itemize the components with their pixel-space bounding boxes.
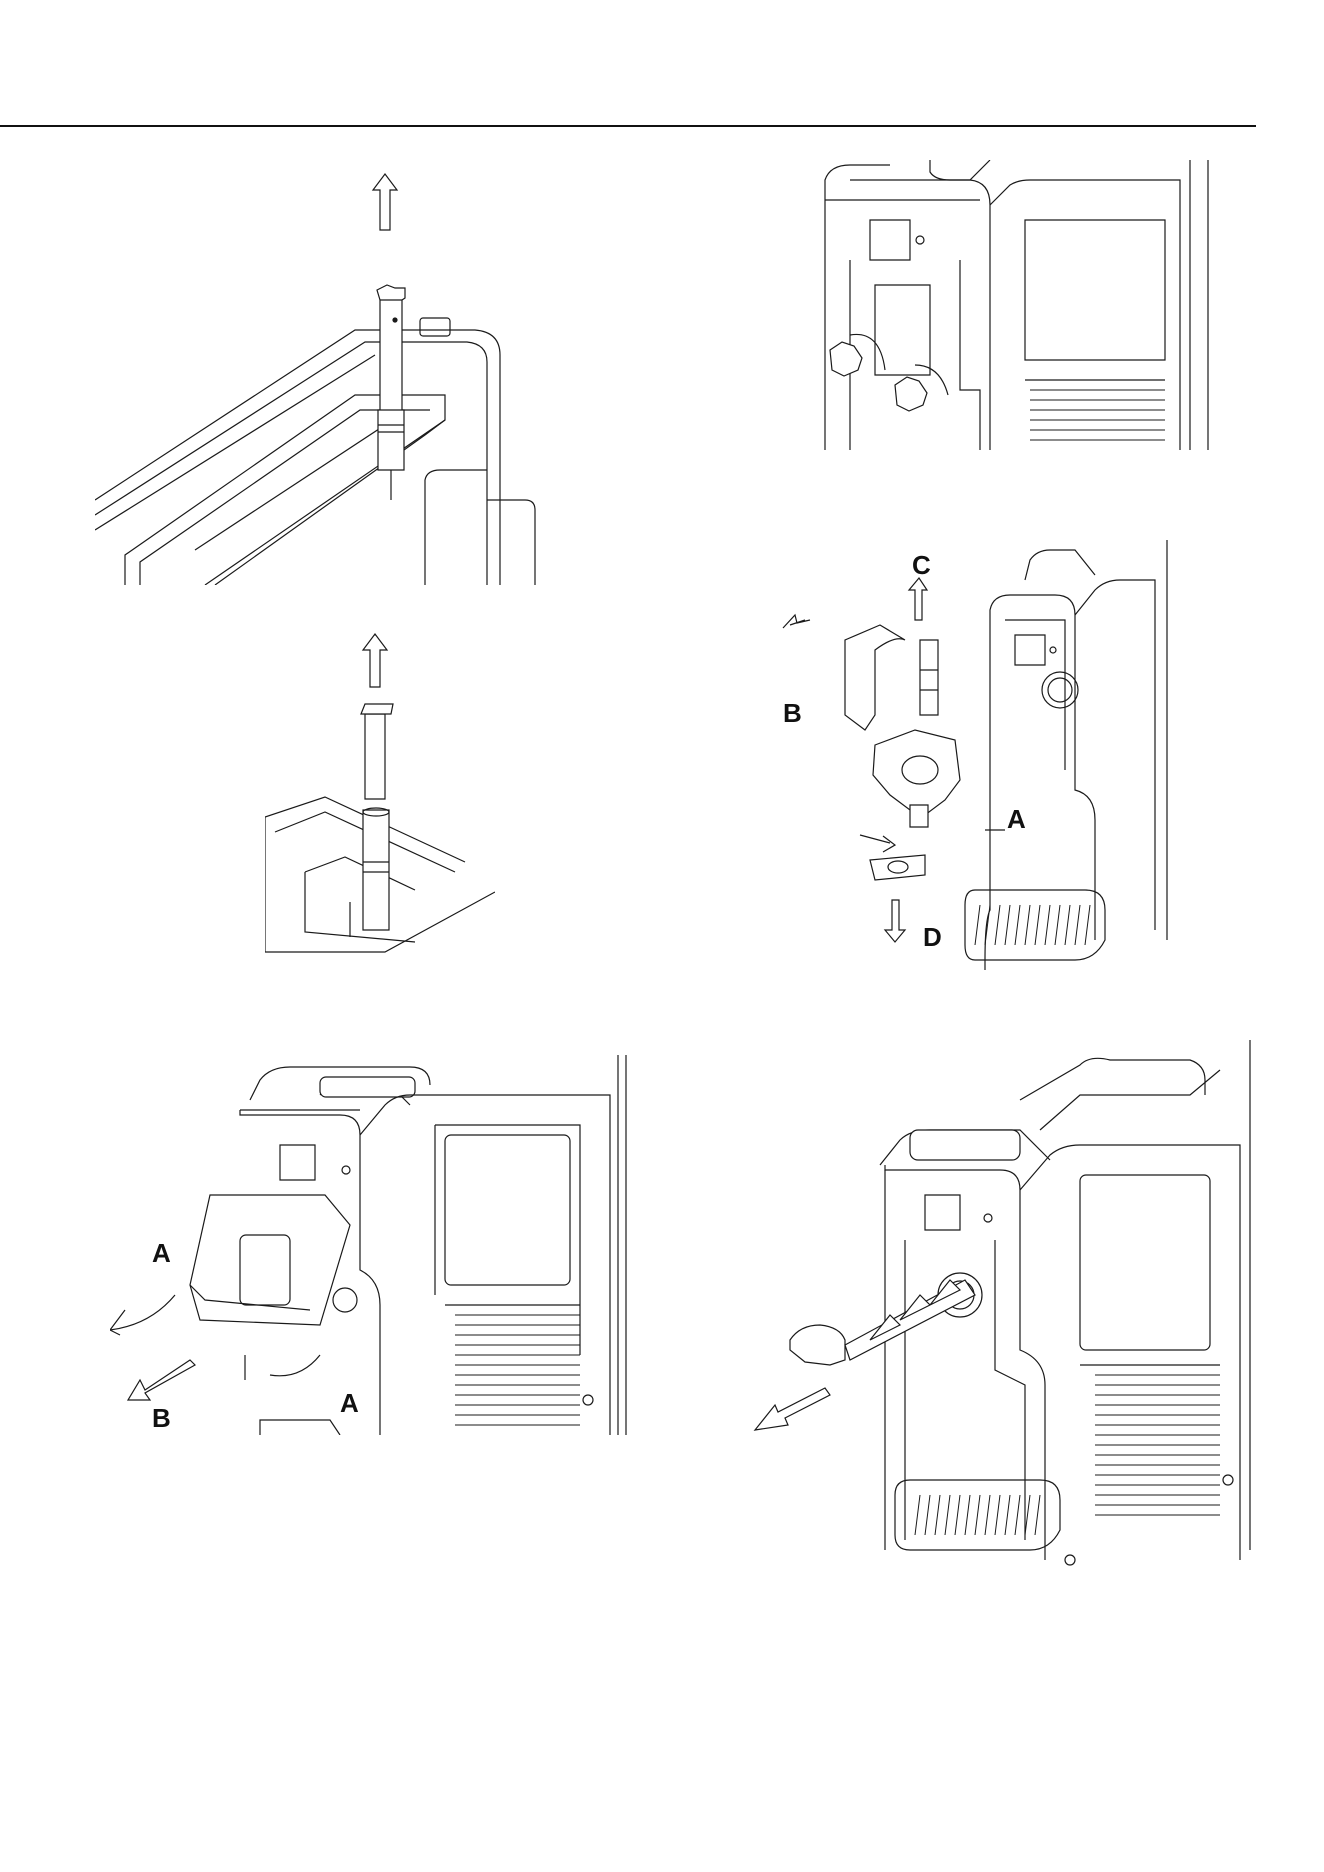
label-a-right: A — [340, 1390, 359, 1416]
label-b: B — [783, 700, 802, 726]
label-d: D — [923, 924, 942, 950]
label-a-left: A — [152, 1240, 171, 1266]
label-b: B — [152, 1405, 171, 1431]
figure-probe-parts — [265, 632, 495, 962]
figure-exploded-dispenser: C B A D — [775, 540, 1170, 970]
figure-front-panel-open: A A B — [110, 1055, 630, 1435]
figure-auger-extraction — [750, 1040, 1260, 1595]
figure-probe-removal — [95, 170, 595, 585]
label-a: A — [1007, 806, 1026, 832]
figure-knob-removal — [790, 160, 1210, 450]
label-c: C — [912, 552, 931, 578]
header-rule — [0, 125, 1256, 127]
